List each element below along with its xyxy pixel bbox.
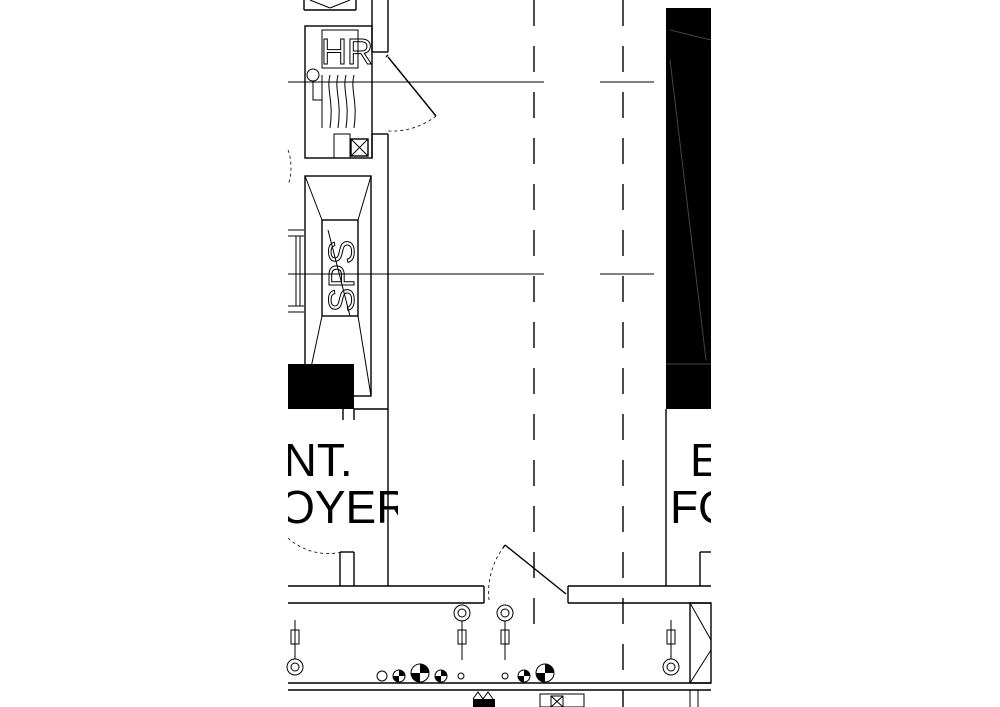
bottom-right-box <box>689 602 712 684</box>
bottom-wall <box>288 585 711 691</box>
grid-lines <box>288 81 654 275</box>
left-foyer-label: ENT. FOYER <box>251 434 409 533</box>
right-foyer-label: E FO <box>670 434 734 533</box>
left-edge-structure <box>287 149 304 313</box>
sps-unit: SPS <box>304 175 372 397</box>
right-foyer-label-line1: E <box>690 434 721 486</box>
hr-unit: HR <box>304 25 374 159</box>
hr-unit-label: HR <box>321 31 373 72</box>
fixture-3 <box>496 604 514 660</box>
right-wall-block <box>665 8 712 586</box>
bottom-edge-items <box>472 690 699 707</box>
left-foyer-label-line2: FOYER <box>251 481 409 533</box>
fixture-2 <box>453 604 471 660</box>
upper-door <box>385 54 437 132</box>
left-foyer-label-line1: ENT. <box>253 434 353 486</box>
fixture-4 <box>662 620 680 676</box>
bottom-door <box>488 544 567 601</box>
right-foyer-label-line2: FO <box>670 481 734 533</box>
fixture-1 <box>286 620 304 676</box>
left-structural-column <box>288 364 354 409</box>
valve-row <box>376 663 555 683</box>
sps-unit-label: SPS <box>321 240 362 312</box>
